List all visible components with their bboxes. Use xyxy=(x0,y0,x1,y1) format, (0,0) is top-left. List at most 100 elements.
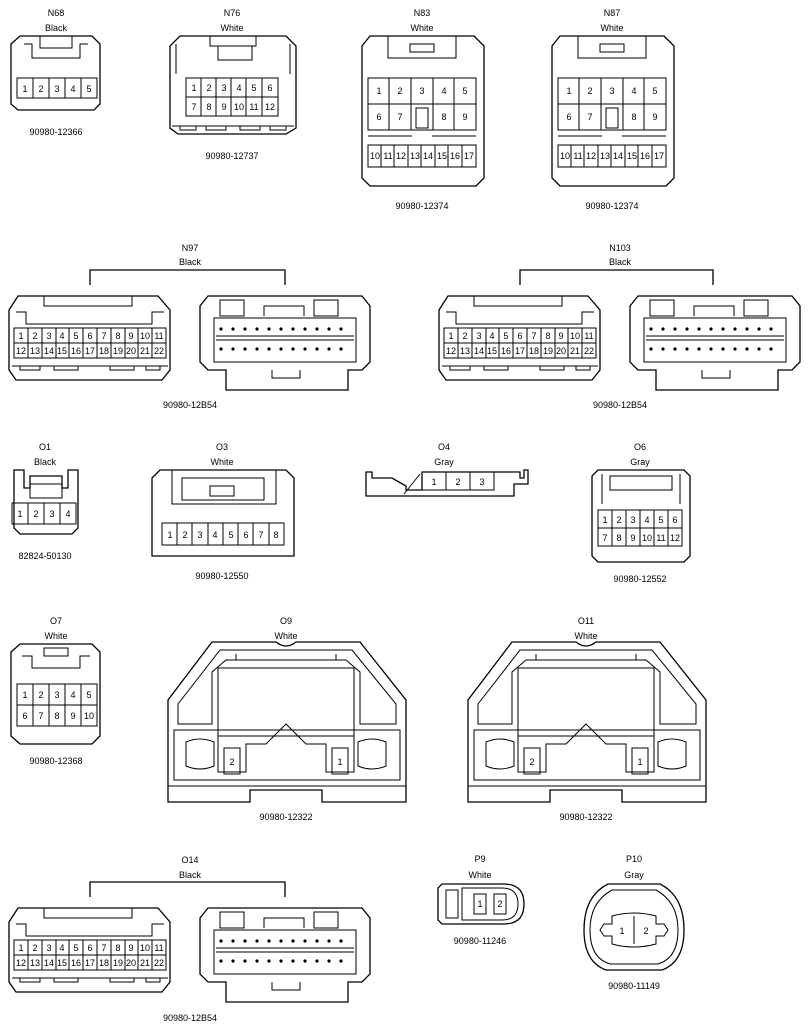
connector-color: White xyxy=(274,631,297,641)
svg-text:12: 12 xyxy=(396,151,406,161)
svg-text:4: 4 xyxy=(212,530,217,540)
svg-text:11: 11 xyxy=(573,151,582,161)
svg-text:1: 1 xyxy=(477,899,482,909)
svg-text:14: 14 xyxy=(44,958,54,968)
svg-text:11: 11 xyxy=(249,102,258,112)
connector-id: P9 xyxy=(474,854,485,864)
svg-text:2: 2 xyxy=(497,899,502,909)
svg-text:11: 11 xyxy=(154,943,163,953)
svg-text:7: 7 xyxy=(191,102,196,112)
svg-text:12: 12 xyxy=(16,346,26,356)
svg-text:10: 10 xyxy=(570,331,580,341)
svg-text:15: 15 xyxy=(487,346,497,356)
svg-text:17: 17 xyxy=(85,958,95,968)
part-number: 90980-11149 xyxy=(608,981,660,991)
svg-text:8: 8 xyxy=(115,331,120,341)
connector-color: Gray xyxy=(630,457,650,467)
svg-text:3: 3 xyxy=(419,86,424,96)
svg-text:3: 3 xyxy=(49,509,54,519)
connector-id: N68 xyxy=(48,8,65,18)
part-number: 90980-12374 xyxy=(395,201,448,211)
terminal-dots xyxy=(219,327,343,351)
svg-text:6: 6 xyxy=(87,943,92,953)
svg-text:14: 14 xyxy=(423,151,433,161)
svg-text:2: 2 xyxy=(643,926,648,936)
svg-text:10: 10 xyxy=(560,151,570,161)
connector-color: White xyxy=(44,631,67,641)
svg-text:1: 1 xyxy=(566,86,571,96)
svg-text:1: 1 xyxy=(431,477,436,487)
svg-text:3: 3 xyxy=(479,477,484,487)
connector-o9: O9 White 2 1 90980-12322 xyxy=(167,616,407,822)
connector-id: N76 xyxy=(224,8,241,18)
svg-text:16: 16 xyxy=(71,346,81,356)
svg-text:11: 11 xyxy=(154,331,163,341)
connector-id: O3 xyxy=(216,442,228,452)
svg-text:2: 2 xyxy=(33,509,38,519)
part-number: 90980-11246 xyxy=(454,936,506,946)
svg-text:4: 4 xyxy=(236,83,241,93)
svg-text:12: 12 xyxy=(670,533,680,543)
connector-color: White xyxy=(574,631,597,641)
svg-text:13: 13 xyxy=(460,346,470,356)
svg-text:6: 6 xyxy=(22,711,27,721)
svg-text:3: 3 xyxy=(197,530,202,540)
svg-text:6: 6 xyxy=(672,515,677,525)
connector-id: O14 xyxy=(181,855,198,865)
svg-text:6: 6 xyxy=(87,331,92,341)
svg-text:21: 21 xyxy=(140,958,150,968)
svg-text:4: 4 xyxy=(631,86,636,96)
connector-color: White xyxy=(220,23,243,33)
svg-text:5: 5 xyxy=(462,86,467,96)
svg-text:7: 7 xyxy=(531,331,536,341)
svg-text:10: 10 xyxy=(370,151,380,161)
svg-text:16: 16 xyxy=(71,958,81,968)
svg-text:15: 15 xyxy=(627,151,637,161)
svg-text:5: 5 xyxy=(73,331,78,341)
svg-text:10: 10 xyxy=(140,943,150,953)
svg-text:2: 2 xyxy=(455,477,460,487)
svg-text:3: 3 xyxy=(54,84,59,94)
svg-text:6: 6 xyxy=(243,530,248,540)
svg-text:13: 13 xyxy=(410,151,420,161)
connector-color: White xyxy=(410,23,433,33)
pin-row: 1 2 3 xyxy=(431,472,485,490)
terminal-dots xyxy=(219,939,343,963)
svg-text:1: 1 xyxy=(18,331,23,341)
svg-text:11: 11 xyxy=(383,151,392,161)
svg-text:12: 12 xyxy=(265,102,275,112)
connector-id: N83 xyxy=(414,8,431,18)
svg-text:4: 4 xyxy=(644,515,649,525)
svg-text:5: 5 xyxy=(228,530,233,540)
svg-text:3: 3 xyxy=(609,86,614,96)
svg-text:17: 17 xyxy=(515,346,525,356)
svg-text:10: 10 xyxy=(140,331,150,341)
part-number: 90980-12B54 xyxy=(163,400,217,410)
svg-text:9: 9 xyxy=(128,943,133,953)
part-number: 90980-12322 xyxy=(259,812,312,822)
svg-text:12: 12 xyxy=(586,151,596,161)
connector-color: Black xyxy=(179,870,202,880)
svg-text:2: 2 xyxy=(229,757,234,767)
connector-id: N103 xyxy=(609,243,631,253)
svg-text:5: 5 xyxy=(503,331,508,341)
svg-text:6: 6 xyxy=(517,331,522,341)
svg-text:2: 2 xyxy=(616,515,621,525)
svg-text:19: 19 xyxy=(113,346,123,356)
svg-text:4: 4 xyxy=(441,86,446,96)
svg-text:16: 16 xyxy=(450,151,460,161)
svg-text:7: 7 xyxy=(38,711,43,721)
